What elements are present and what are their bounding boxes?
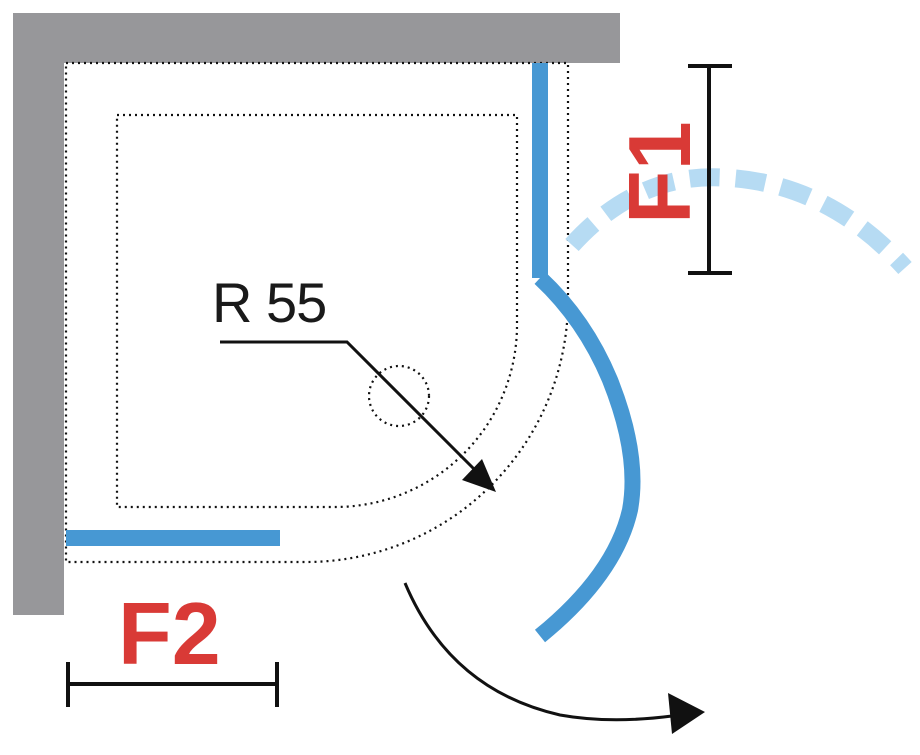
curved-door	[534, 272, 641, 643]
radius-leader-arrowhead	[462, 459, 496, 492]
door-swing-path	[565, 168, 912, 275]
base-outline-inner	[115, 113, 519, 509]
door-swing-arrowhead	[668, 693, 705, 734]
door-swing-arrow	[403, 582, 673, 722]
dimension-f1	[688, 64, 732, 275]
radius-leader-line	[220, 340, 482, 477]
base-outline-outer	[64, 61, 570, 564]
radius-label: R 55	[212, 271, 326, 334]
radius-center-marker	[367, 364, 431, 428]
f2-label: F2	[118, 584, 221, 683]
dimension-f2	[66, 662, 279, 707]
f1-label: F1	[610, 121, 709, 224]
